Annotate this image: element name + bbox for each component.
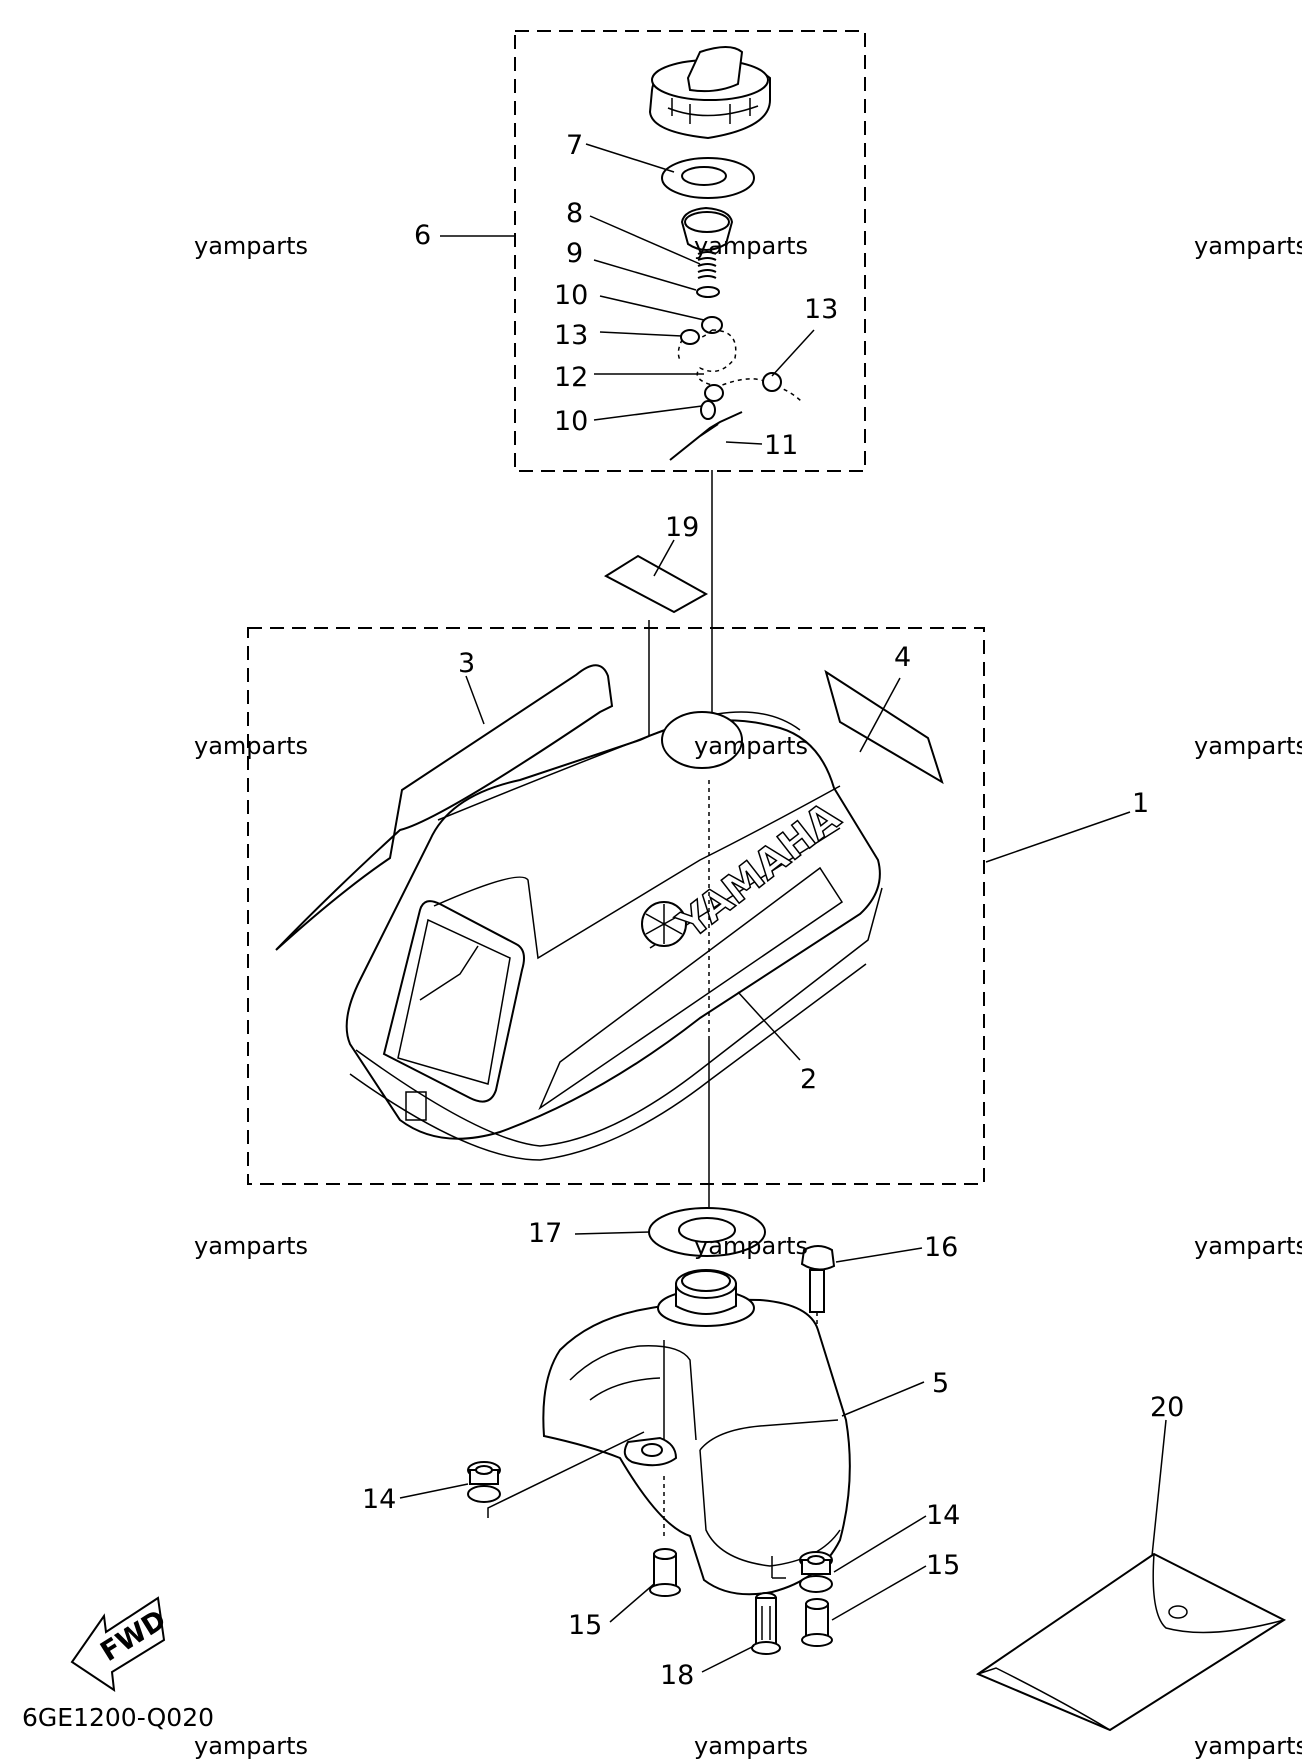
callout-labels: 1 2 3 4 5 6 7 8 9 10 13 12 10 11 13 19 1… [362,130,1184,1691]
watermark-text: yamparts [194,1732,308,1760]
part-12-chain[interactable] [677,316,803,420]
callout-1[interactable]: 1 [1132,788,1149,819]
callout-4[interactable]: 4 [894,642,911,673]
callout-3[interactable]: 3 [458,648,475,679]
watermark-text: yamparts [694,1232,808,1260]
callout-17[interactable]: 17 [528,1218,562,1249]
watermark-text: yamparts [194,732,308,760]
callout-18[interactable]: 18 [660,1660,694,1691]
callout-11[interactable]: 11 [764,430,798,461]
top-cowling[interactable] [345,711,883,1161]
callout-15b[interactable]: 15 [926,1550,960,1581]
callout-2[interactable]: 2 [800,1064,817,1095]
part-14-grommet-right[interactable] [799,1551,833,1593]
callout-19[interactable]: 19 [665,512,699,543]
callout-14b[interactable]: 14 [926,1500,960,1531]
part-3-decal[interactable] [275,664,614,951]
part-15-collar-right[interactable] [801,1598,833,1647]
watermark-text: yamparts [1194,1732,1302,1760]
part-7-washer[interactable] [661,157,755,199]
part-15-collar-left[interactable] [649,1476,681,1597]
callout-14a[interactable]: 14 [362,1484,396,1515]
callout-6[interactable]: 6 [414,220,431,251]
callout-8[interactable]: 8 [566,198,583,229]
part-20-parts-bag[interactable] [975,1552,1287,1732]
callout-15a[interactable]: 15 [568,1610,602,1641]
leader-lines [399,143,1167,1673]
callout-10a[interactable]: 10 [554,280,588,311]
callout-10b[interactable]: 10 [554,406,588,437]
callout-7[interactable]: 7 [566,130,583,161]
watermark-text: yamparts [694,232,808,260]
part-5-fuel-tank[interactable] [542,1269,851,1596]
diagram-code: 6GE1200-Q020 [22,1703,214,1732]
watermark-text: yamparts [194,1232,308,1260]
fuel-cap[interactable] [648,46,771,140]
callout-13b[interactable]: 13 [804,294,838,325]
watermark-text: yamparts [694,1732,808,1760]
part-11-clip[interactable] [669,411,743,461]
callout-16[interactable]: 16 [924,1232,958,1263]
watermark-text: yamparts [694,732,808,760]
fwd-arrow-icon [70,1596,166,1693]
watermark-text: yamparts [194,232,308,260]
part-9-small-washer[interactable] [696,286,720,298]
part-8-cap-body[interactable] [680,206,734,251]
watermark-text: yamparts [1194,1232,1302,1260]
watermarks: yamparts yamparts yamparts yamparts yamp… [194,232,1302,1760]
callout-20[interactable]: 20 [1150,1392,1184,1423]
top-cowling-assembly-group-box [247,627,985,1185]
callout-9[interactable]: 9 [566,238,583,269]
part-9-spring[interactable] [697,251,717,279]
callout-13a[interactable]: 13 [554,320,588,351]
callout-12[interactable]: 12 [554,362,588,393]
watermark-text: yamparts [1194,232,1302,260]
callout-5[interactable]: 5 [932,1368,949,1399]
leader-tab-left [487,1431,645,1518]
part-14-grommet-left[interactable] [467,1461,501,1503]
watermark-text: yamparts [1194,732,1302,760]
part-18-drain-fitting[interactable] [751,1556,786,1655]
part-4-label[interactable] [824,669,944,785]
